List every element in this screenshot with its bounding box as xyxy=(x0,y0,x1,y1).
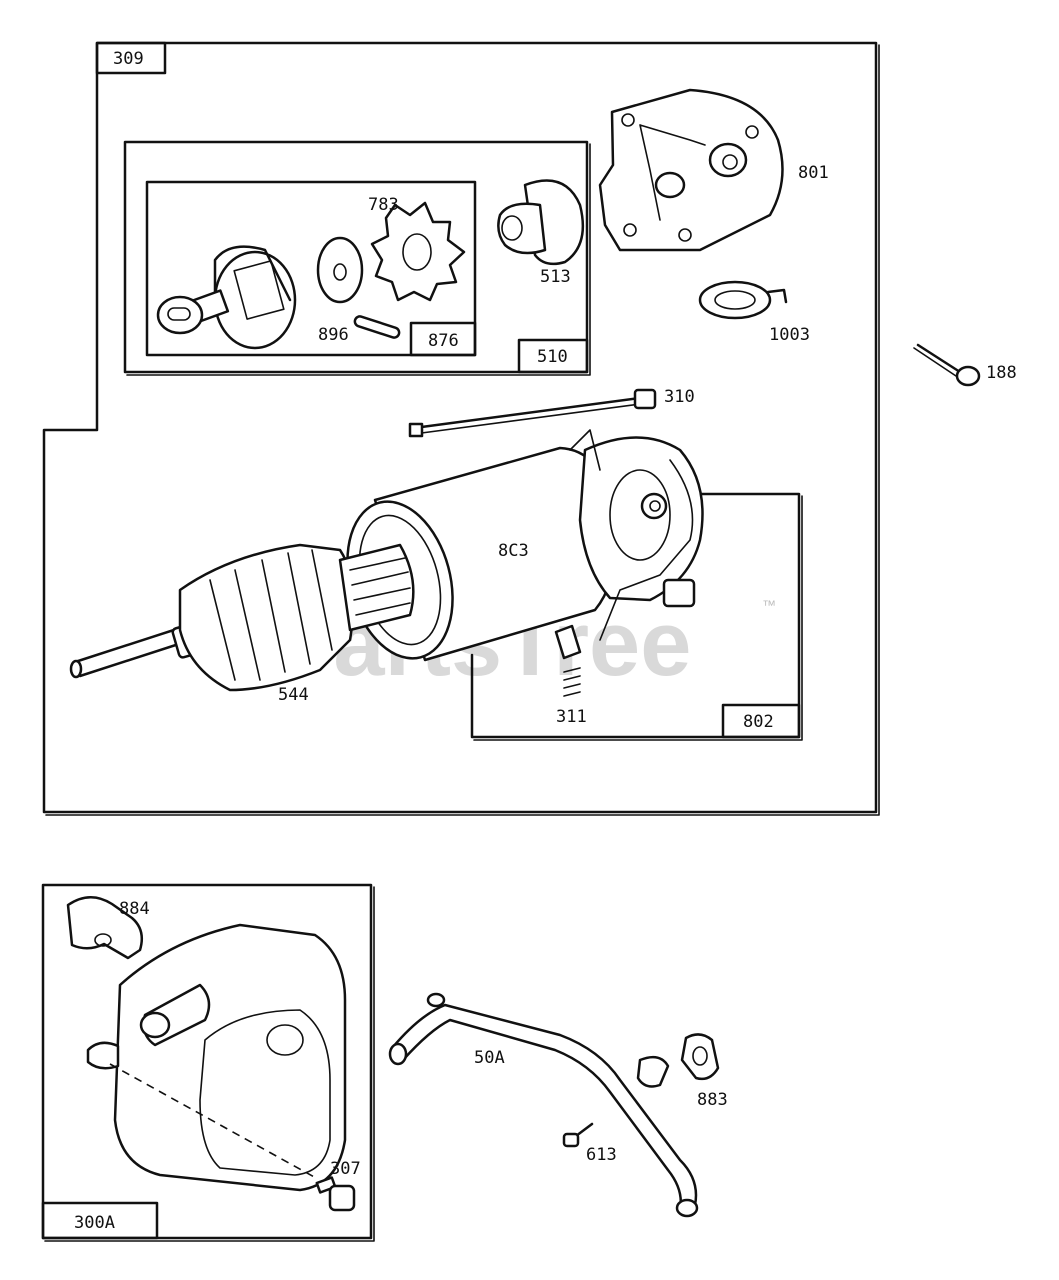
assembly-300A-frame: 300A xyxy=(41,883,375,1242)
housing-513-part xyxy=(497,179,585,266)
clamp-884-part xyxy=(66,896,143,960)
part-label-310: 310 xyxy=(664,387,695,407)
tube-50A-part xyxy=(388,992,699,1218)
assembly-510-frame: 510 xyxy=(123,140,591,376)
part-label-783: 783 xyxy=(368,195,399,215)
assembly-309-frame: 309 xyxy=(42,41,880,816)
screw-307-part xyxy=(315,1176,356,1212)
washer-part xyxy=(316,236,364,304)
box-label-309: 309 xyxy=(113,49,144,69)
drive-clutch-part xyxy=(156,245,297,350)
part-label-801: 801 xyxy=(798,163,829,183)
part-label-188: 188 xyxy=(986,363,1017,383)
bolt-188-part xyxy=(913,343,981,387)
part-label-896: 896 xyxy=(318,325,349,345)
box-label-876: 876 xyxy=(428,331,459,351)
box-label-300A: 300A xyxy=(74,1213,115,1233)
brush-plate-part xyxy=(569,429,704,641)
muffler-300A-part xyxy=(86,923,347,1192)
part-label-613: 613 xyxy=(586,1145,617,1165)
assembly-802-frame: 802 xyxy=(470,492,803,741)
gear-783-part xyxy=(370,201,466,302)
part-label-311: 311 xyxy=(556,707,587,727)
part-label-307: 307 xyxy=(330,1159,361,1179)
armature-544-part xyxy=(69,543,415,692)
end-cap-801-part xyxy=(598,88,784,252)
part-label-1003: 1003 xyxy=(769,325,810,345)
box-label-802: 802 xyxy=(743,712,774,732)
box-label-510: 510 xyxy=(537,347,568,367)
part-label-884: 884 xyxy=(119,899,150,919)
brush-311-part xyxy=(554,624,582,697)
assembly-876-frame: 876 xyxy=(145,180,477,357)
part-label-883: 883 xyxy=(697,1090,728,1110)
screw-613-part xyxy=(562,1122,594,1148)
part-label-803: 8C3 xyxy=(498,541,529,561)
part-label-513: 513 xyxy=(540,267,571,287)
seal-1003-part xyxy=(698,280,788,320)
gasket-883-part xyxy=(680,1033,720,1081)
part-label-50A: 50A xyxy=(474,1048,505,1068)
pin-896-part xyxy=(353,315,401,339)
part-label-544: 544 xyxy=(278,685,309,705)
watermark-trademark: ™ xyxy=(762,597,776,613)
through-bolt-310-part xyxy=(408,388,657,438)
